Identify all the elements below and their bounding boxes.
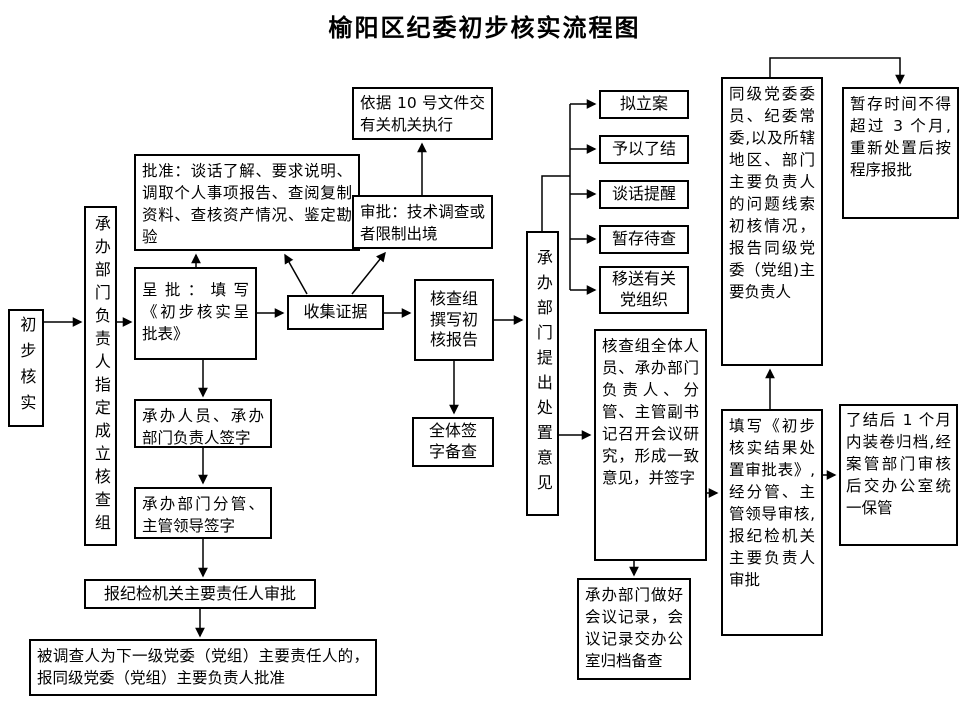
node-chief-approval: 报纪检机关主要责任人审批 [84, 579, 316, 609]
arrow-collect-to-tech [351, 251, 386, 295]
node-preliminary-verification: 初步核实 [8, 309, 44, 427]
node-disposal-opinion: 承办部门提出处置意见 [526, 231, 559, 516]
node-leader-sign: 承办部门分管、主管领导签字 [134, 487, 272, 539]
node-submit-form: 呈批：填写《初步核实呈批表》 [134, 267, 257, 360]
node-tech-investigation: 审批：技术调查或者限制出境 [352, 195, 493, 249]
node-conclude: 予以了结 [599, 135, 689, 164]
connector-opinion-to-trunk [541, 175, 570, 231]
node-talk-reminder: 谈话提醒 [599, 180, 689, 209]
node-hold-pending: 暂存待查 [599, 225, 689, 254]
node-lower-level-approval: 被调查人为下一级党委（党组）主要责任人的，报同级党委（党组）主要负责人批准 [29, 639, 377, 696]
node-result-approval-form: 填写《初步核实结果处置审批表》,经分管、主管领导审核,报纪检机关主要负责人审批 [721, 409, 823, 636]
arrow-collect-to-approval-measures [284, 253, 308, 295]
node-document-10: 依据 10 号文件交有关机关执行 [352, 87, 493, 140]
node-same-level-report: 同级党委委员、纪委常委,以及所辖地区、部门主要负责人的问题线索初核情况，报告同级… [721, 77, 823, 366]
node-collect-evidence: 收集证据 [287, 295, 384, 330]
node-hold-time-limit: 暂存时间不得超过 3 个月,重新处置后按程序报批 [842, 87, 959, 219]
node-team-designation: 承办部门负责人指定成立核查组 [84, 206, 117, 546]
node-meeting-consensus: 核查组全体人员、承办部门负责人、分管、主管副书记召开会议研究，形成一致意见，并签… [594, 329, 707, 561]
diagram-title: 榆阳区纪委初步核实流程图 [328, 14, 641, 42]
node-write-report: 核查组撰写初核报告 [414, 279, 494, 361]
node-archive-storage: 了结后 1 个月内装卷归档,经案管部门审核后交办公室统一保管 [839, 404, 958, 546]
node-all-sign: 全体签字备查 [412, 417, 494, 467]
node-transfer-party-org: 移送有关党组织 [599, 266, 689, 314]
node-staff-sign: 承办人员、承办部门负责人签字 [134, 399, 272, 448]
node-meeting-record: 承办部门做好会议记录，会议记录交办公室归档备查 [577, 578, 691, 680]
node-file-case: 拟立案 [599, 90, 689, 119]
node-approval-measures: 批准：谈话了解、要求说明、调取个人事项报告、查阅复制资料、查核资产情况、鉴定勘验 [134, 154, 360, 251]
